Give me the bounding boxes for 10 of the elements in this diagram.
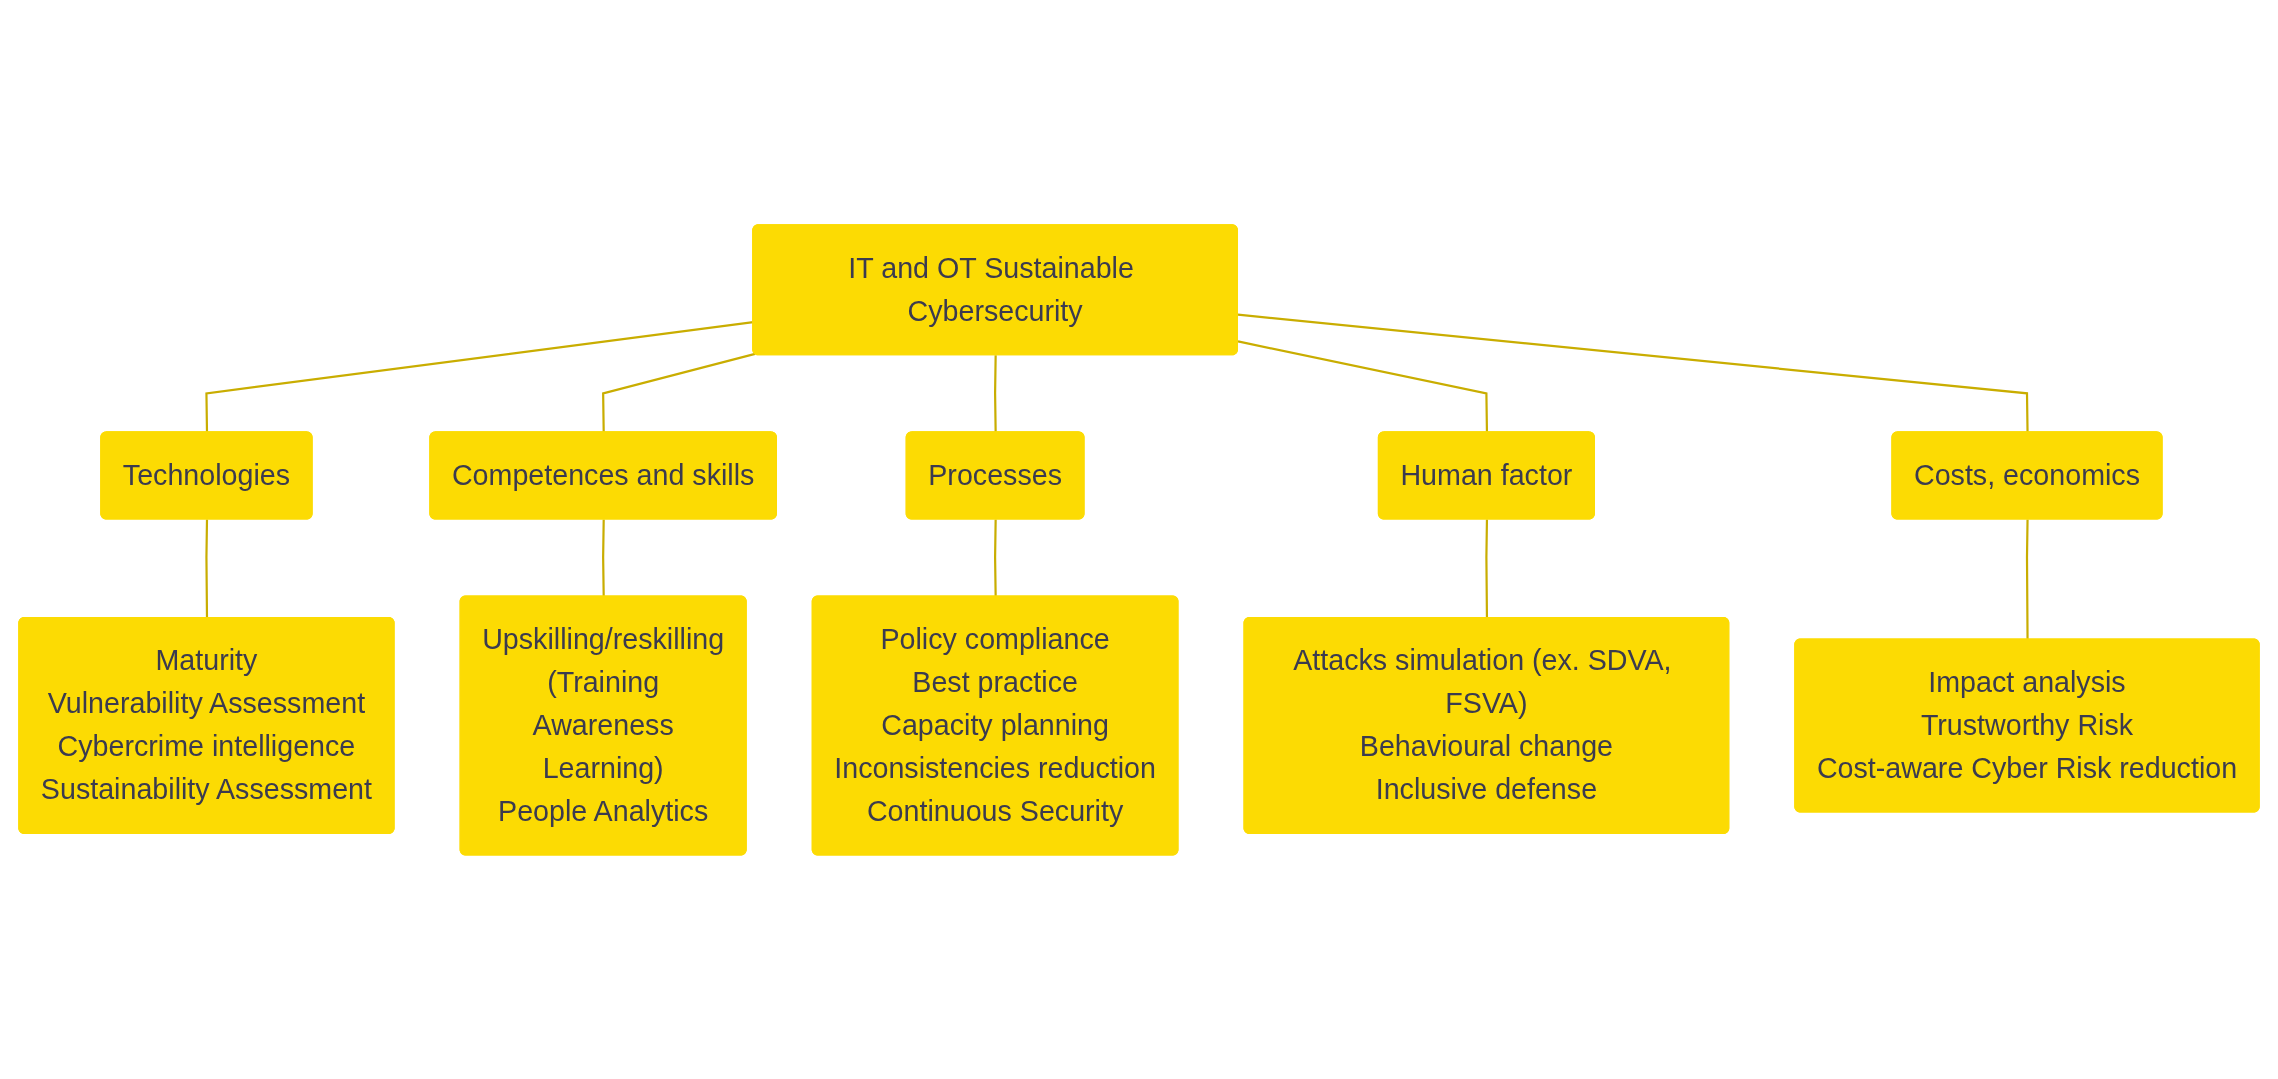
connector — [994, 354, 997, 433]
connector — [994, 519, 997, 597]
connector — [1485, 519, 1489, 618]
connector — [1237, 340, 1489, 433]
connector — [205, 519, 209, 618]
connector — [1237, 313, 2029, 433]
connector — [205, 320, 754, 433]
connector — [2025, 519, 2029, 640]
connector — [602, 352, 756, 433]
connector — [602, 519, 605, 597]
